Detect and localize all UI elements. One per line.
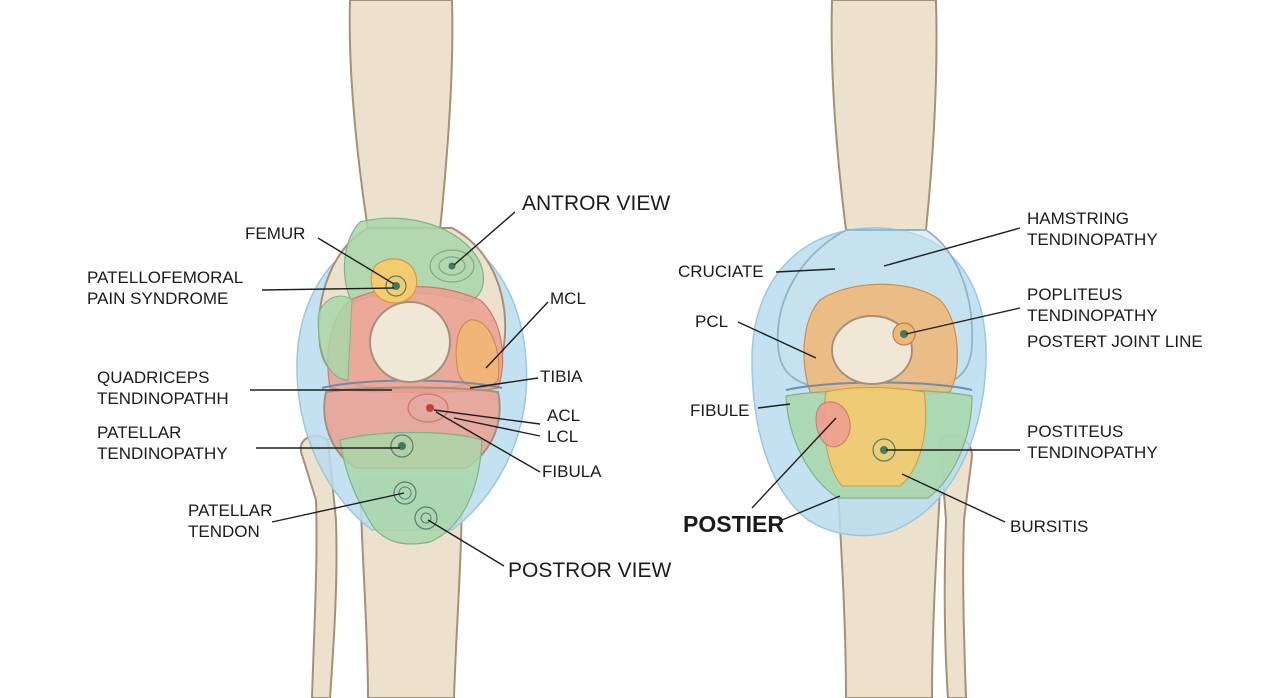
anterior-mcl-orange-zone — [455, 319, 500, 389]
label-patellar-tendinopathy-line-1: PATELLAR — [97, 423, 182, 442]
label-femur: FEMUR — [245, 224, 306, 243]
label-patellar-tendon-line-2: TENDON — [188, 522, 260, 541]
posterior-knee-illustration — [751, 0, 987, 698]
label-patellofemoral-pain-syndrome: PATELLOFEMORAL PAIN SYNDROME — [87, 267, 243, 309]
label-tibia: TIBIA — [540, 367, 583, 386]
posterior-tibia-shaft — [836, 489, 942, 698]
posterior-femur-shaft — [830, 0, 938, 231]
anterior-femur-shaft — [348, 0, 454, 231]
leader-postror-view — [427, 519, 505, 567]
label-lcl: LCL — [547, 427, 579, 446]
label-postiteus-line-1: POSTITEUS — [1027, 422, 1124, 441]
label-postier: POSTIER — [683, 511, 784, 537]
label-patellofemoral-line-2: PAIN SYNDROME — [87, 289, 229, 308]
anterior-marker-patellar-tendon-2 — [414, 506, 438, 530]
leader-fibula — [435, 411, 541, 473]
leader-lines — [250, 211, 1021, 567]
leader-acl — [433, 409, 541, 425]
anterior-patellofemoral-yellow-zone — [370, 258, 418, 304]
leader-mcl — [485, 301, 549, 369]
label-quadriceps-tendinopathy: QUADRICEPS TENDINOPATHH — [97, 367, 229, 409]
leader-lcl — [453, 417, 541, 437]
label-quadriceps-line-2: TENDINOPATHH — [97, 389, 229, 408]
leader-patellar-tendon — [271, 492, 405, 523]
label-quadriceps-line-1: QUADRICEPS — [97, 368, 210, 387]
leader-femur — [317, 237, 395, 285]
posterior-yellow-zone — [823, 387, 927, 487]
anterior-marker-acl — [407, 393, 449, 423]
leader-fibule — [757, 403, 791, 409]
label-popliteus-tendinopathy: POPLITEUS TENDINOPATHY — [1027, 284, 1158, 326]
label-patellar-tendon-line-1: PATELLAR — [188, 501, 273, 520]
anterior-patella — [369, 301, 451, 383]
anterior-knee-illustration — [296, 0, 528, 698]
anterior-marker-upper-right — [429, 249, 475, 283]
label-hamstring-line-1: HAMSTRING — [1027, 209, 1129, 228]
label-fibula: FIBULA — [542, 462, 602, 481]
leader-bursitis — [901, 473, 1006, 523]
label-postiteus-line-2: TENDINOPATHY — [1027, 443, 1158, 462]
label-patellar-tendinopathy: PATELLAR TENDINOPATHY — [97, 422, 228, 464]
leader-popliteus — [905, 307, 1021, 335]
leader-cruciate — [775, 268, 836, 273]
leader-pcl — [737, 321, 817, 359]
label-cruciate: CRUCIATE — [678, 262, 764, 281]
leader-postier-2 — [781, 495, 841, 521]
label-postror-view: POSTROR VIEW — [508, 559, 672, 582]
label-fibule: FIBULE — [690, 401, 750, 420]
leader-hamstring — [883, 227, 1021, 267]
label-pcl: PCL — [695, 312, 729, 331]
posterior-condyle-head — [831, 315, 913, 385]
leader-patellofemoral — [261, 287, 395, 291]
label-patellofemoral-line-1: PATELLOFEMORAL — [87, 268, 244, 287]
label-mcl: MCL — [550, 289, 586, 308]
label-popliteus-line-2: TENDINOPATHY — [1027, 306, 1158, 325]
anterior-green-zone-lower — [339, 431, 483, 545]
label-postert-joint-line: POSTERT JOINT LINE — [1027, 332, 1203, 351]
leader-tibia — [469, 377, 539, 389]
posterior-marker-popliteus — [892, 322, 916, 346]
label-popliteus-line-1: POPLITEUS — [1027, 285, 1123, 304]
label-patellar-tendon: PATELLAR TENDON — [188, 500, 272, 542]
leader-postier-1 — [751, 417, 837, 509]
label-hamstring-tendinopathy: HAMSTRING TENDINOPATHY — [1027, 208, 1158, 250]
leader-antror-view — [453, 211, 516, 266]
label-hamstring-line-2: TENDINOPATHY — [1027, 230, 1158, 249]
label-postiteus-tendinopathy: POSTITEUS TENDINOPATHY — [1027, 421, 1158, 463]
anterior-green-zone-side — [317, 295, 353, 381]
anterior-marker-patellar-tendon-1 — [393, 481, 417, 505]
label-acl: ACL — [547, 406, 581, 425]
label-antror-view: ANTROR VIEW — [522, 192, 671, 215]
label-patellar-tendinopathy-line-2: TENDINOPATHY — [97, 444, 228, 463]
posterior-red-zone — [815, 401, 851, 448]
label-bursitis: BURSITIS — [1010, 517, 1089, 536]
